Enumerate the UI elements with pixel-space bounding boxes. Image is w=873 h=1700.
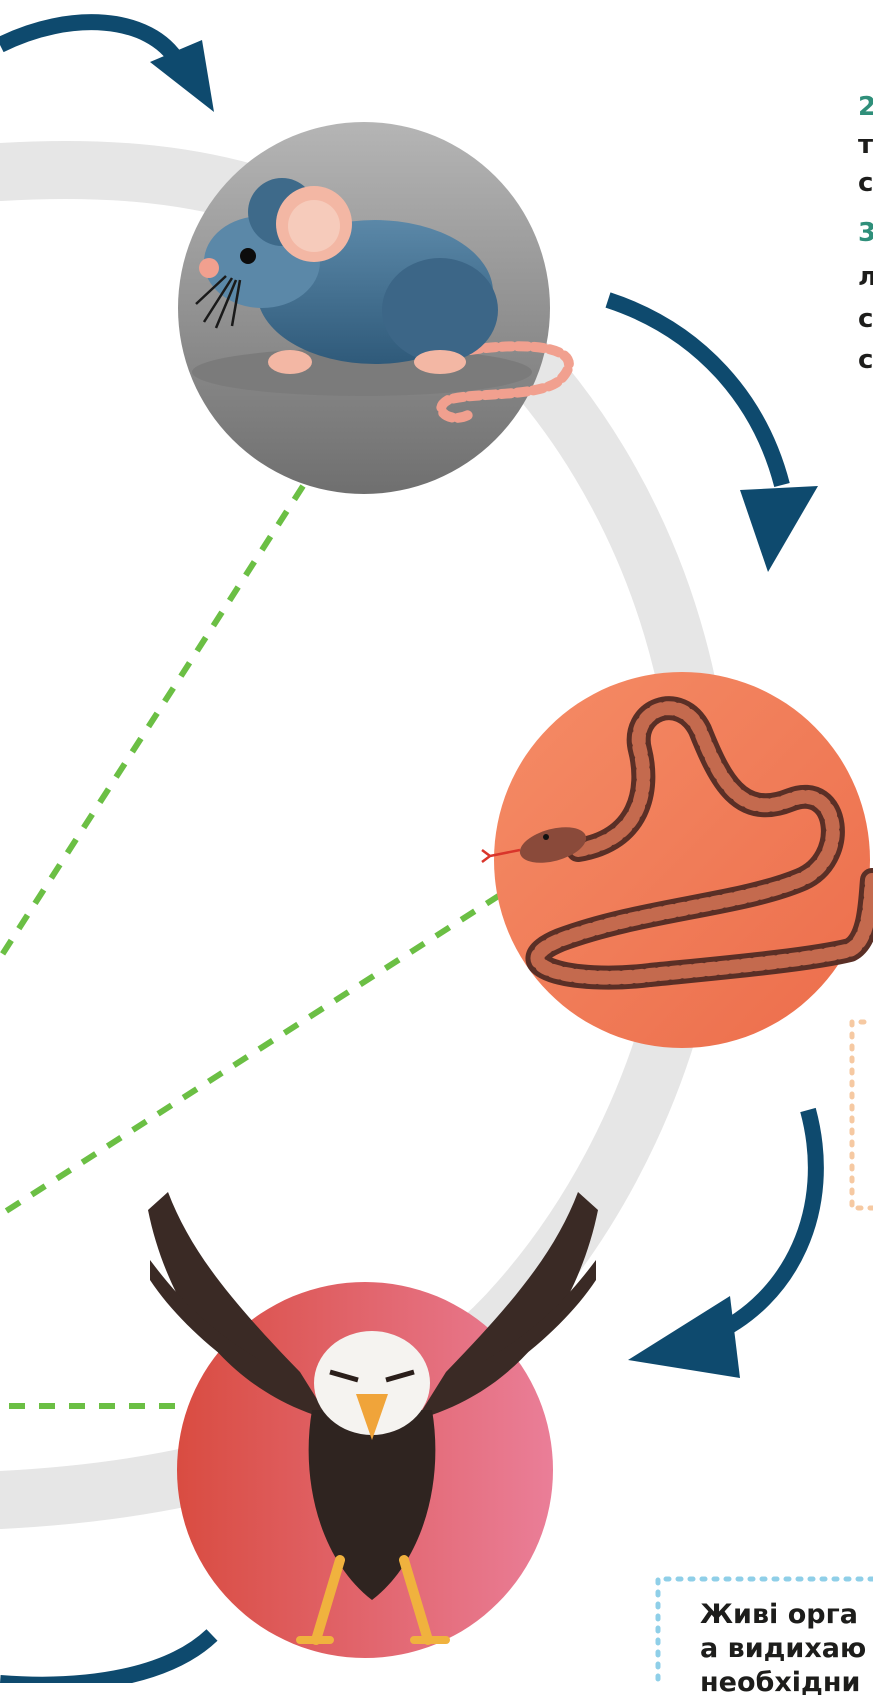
mouse-node (178, 122, 569, 494)
caption-text: Живі орга а видихаю необхідни (700, 1598, 866, 1700)
flow-arrow-bottom (0, 1635, 212, 1683)
side-text-line-7: с (858, 345, 873, 375)
dashed-link-mouse (0, 486, 303, 958)
side-text-line-4: 3 (858, 218, 873, 248)
side-text-line-5: л (858, 262, 873, 292)
caption-line-2: а видихаю (700, 1632, 866, 1666)
dashed-link-snake (0, 895, 500, 1215)
snake-info-box-edge (852, 1022, 873, 1208)
side-text-line-3: с (858, 168, 873, 198)
flow-arrow-snake-to-eagle (628, 1110, 816, 1378)
side-text-line-2: т (858, 130, 873, 160)
caption-line-3: необхідни (700, 1666, 866, 1700)
caption-line-1: Живі орга (700, 1598, 866, 1632)
snake-node (482, 672, 872, 1048)
flow-arrow-top (0, 22, 214, 112)
side-text-line-1: 2 (858, 92, 873, 122)
side-text-line-6: с (858, 304, 873, 334)
